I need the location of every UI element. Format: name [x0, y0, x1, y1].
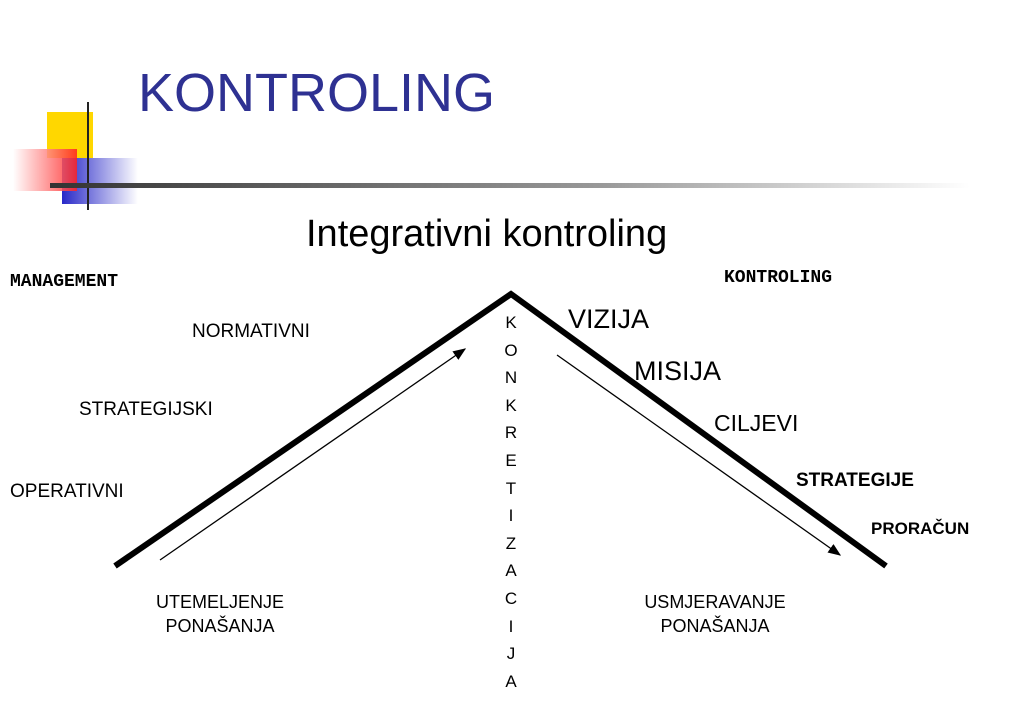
vertical-letter: A [505, 671, 517, 691]
left-bottom-label: UTEMELJENJE PONAŠANJA [140, 590, 300, 638]
diagram-subtitle: Integrativni kontroling [306, 213, 668, 255]
vertical-letter: T [505, 478, 517, 498]
vertical-letter: E [505, 450, 517, 470]
diagram-peak-lines [113, 290, 888, 569]
konkretizacija-vertical-text: K O N K R E T I Z A C I J A [497, 309, 525, 695]
right-bottom-line-1: USMJERAVANJE [644, 592, 786, 612]
title-rule [50, 183, 970, 188]
logo-squares-icon [13, 102, 138, 210]
vertical-letter: I [508, 506, 514, 526]
vertical-letter: A [505, 561, 517, 581]
left-bottom-line-2: PONAŠANJA [165, 616, 275, 636]
vertical-letter: Z [505, 533, 517, 553]
level-normativni: NORMATIVNI [192, 321, 310, 342]
left-arrow [159, 348, 467, 561]
vertical-letter: R [504, 423, 518, 443]
vertical-letter: K [505, 313, 517, 332]
right-bottom-line-2: PONAŠANJA [660, 616, 770, 636]
right-bottom-label: USMJERAVANJE PONAŠANJA [630, 590, 800, 638]
right-arrow [556, 354, 842, 556]
level-misija: MISIJA [634, 356, 722, 386]
level-operativni: OPERATIVNI [10, 481, 124, 502]
kontroling-header: KONTROLING [724, 268, 833, 288]
level-strategijski: STRATEGIJSKI [79, 399, 213, 420]
level-strategije: STRATEGIJE [796, 470, 914, 491]
level-vizija: VIZIJA [568, 304, 650, 334]
level-proracun: PRORAČUN [871, 519, 970, 538]
vertical-letter: I [508, 616, 514, 636]
vertical-letter: J [506, 644, 516, 664]
management-header: MANAGEMENT [10, 272, 119, 292]
left-bottom-line-1: UTEMELJENJE [155, 592, 285, 612]
level-ciljevi: CILJEVI [714, 410, 799, 436]
page-title: KONTROLING [138, 63, 496, 123]
vertical-letter: C [504, 588, 518, 608]
vertical-letter: K [505, 395, 517, 415]
vertical-letter: N [504, 368, 518, 388]
vertical-letter: O [504, 340, 518, 360]
